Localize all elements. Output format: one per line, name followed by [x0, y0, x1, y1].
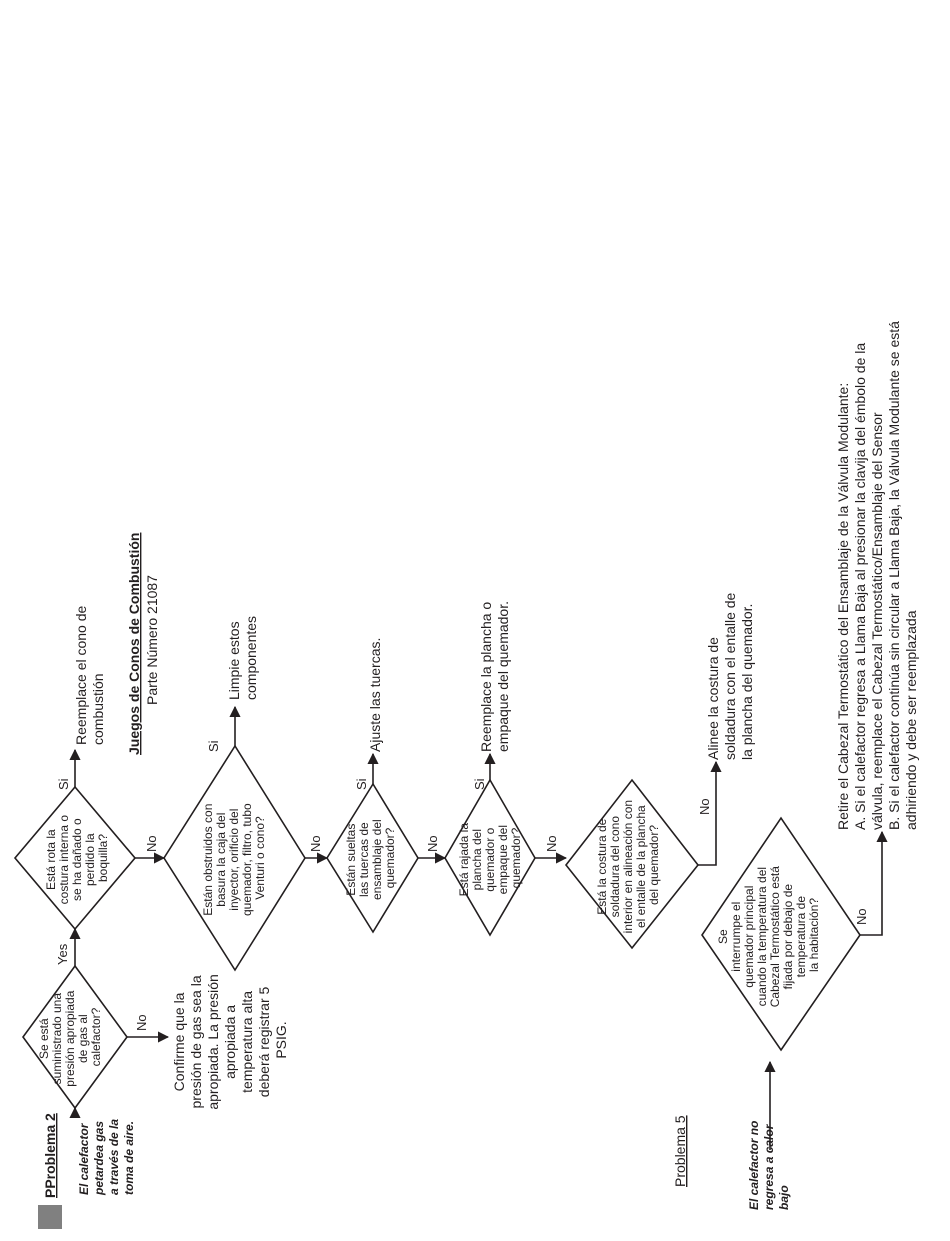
p5-no-label: No [854, 908, 869, 925]
q5-si-label: Si [472, 778, 487, 790]
q1-yes-label: Yes [55, 943, 70, 965]
a3-clean-components: Limpie estos componentes [226, 616, 259, 700]
q1-no-label: No [134, 1014, 149, 1031]
a4-tighten-nuts: Ajuste las tuercas. [367, 638, 383, 752]
q4-si-label: Si [354, 778, 369, 790]
section-tab-marker [38, 1205, 62, 1229]
q5-no-label: No [544, 835, 559, 852]
p5-q1-text: Se interrumpe el quemador principal cuan… [716, 863, 821, 1008]
q2-no-label: No [144, 835, 159, 852]
q4-text: Están sueltas las tuercas de ensamblaje … [344, 816, 397, 900]
decision-seam-alignment [564, 778, 700, 950]
p5-instructions: Retire el Cabezal Termostático del Ensam… [835, 317, 919, 830]
a6-align-seam: Alinee la costura de soldadura con el en… [705, 589, 755, 760]
q2-si-label: Si [56, 778, 71, 790]
q3-text: Están obstruidos con basura la caja del … [201, 800, 267, 916]
q4-no-label: No [425, 835, 440, 852]
q3-si-label: Si [206, 740, 221, 752]
q5-text: Está rajada la plancha del quemador o em… [457, 820, 523, 897]
q6-no-label: No [697, 798, 712, 815]
kit-part-number: Parte Número 21087 [144, 575, 160, 705]
kit-title: Juegos de Conos de Combustión [126, 533, 142, 755]
q3-no-label: No [308, 835, 323, 852]
problem2-symptom: El calefactor petardea gas a través de l… [77, 1116, 136, 1196]
decision-burner-interrupts [701, 816, 861, 1052]
a5-replace-plate: Reemplace la plancha o empaque del quema… [478, 598, 511, 752]
problem2-heading: PProblema 2 [42, 1113, 58, 1198]
q1-text: Se está suministrado una presión apropia… [37, 987, 103, 1086]
q6-text: Está la costura de soldadura del cono in… [595, 797, 661, 934]
q6-no-connector [698, 760, 722, 866]
problem5-symptom: El calefactor no regresa a calor bajo [747, 1117, 791, 1210]
a2-replace-cone: Reemplace el cono de combustión [73, 602, 106, 745]
a1-confirm-pressure: Confirme que la presión de gas sea la ap… [171, 970, 289, 1109]
p5-no-connector [860, 830, 888, 936]
problem5-heading: Problema 5 [672, 1115, 688, 1187]
q2-text: Está rota la costura interna o se ha dañ… [44, 812, 110, 905]
